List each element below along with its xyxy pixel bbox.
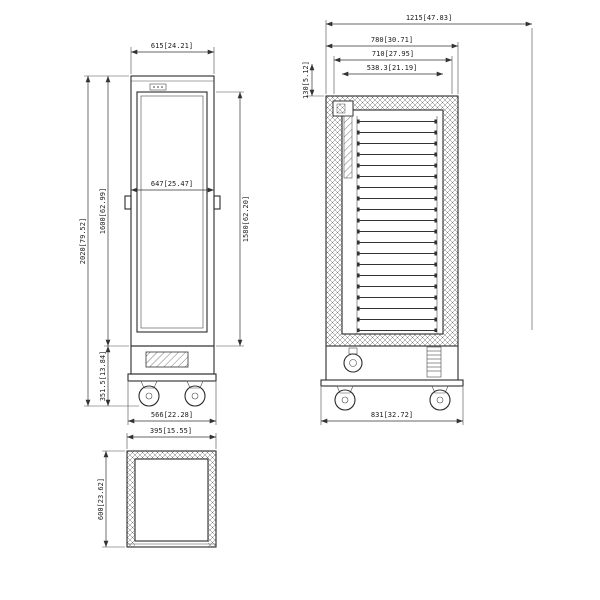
compressor: [343, 347, 363, 373]
caster-side-left: [334, 385, 356, 411]
top-view: 395[15.55] 600[23.62]: [97, 427, 217, 548]
dim-front-width-top: 615[24.21]: [130, 42, 215, 74]
dim-label-side-top-section-height: 130[5.12]: [302, 61, 310, 99]
dim-label-top-width: 395[15.55]: [150, 427, 192, 435]
coil-element: [426, 346, 442, 378]
top-view-outline: [126, 450, 217, 548]
dim-label-front-door-height: 1580[62.20]: [242, 196, 250, 242]
air-inlet-filter: [336, 103, 346, 114]
caster-hub: [191, 392, 199, 400]
dim-side-overall-depth: 780[30.71]: [326, 36, 459, 94]
caster-front-right: [184, 380, 206, 407]
dim-label-side-body-depth: 710[27.95]: [372, 50, 414, 58]
dim-label-front-body-height: 1600[62.99]: [99, 188, 107, 234]
dim-label-side-base-depth: 831[32.72]: [371, 411, 413, 419]
dim-label-front-door-width: 647[25.47]: [151, 180, 193, 188]
caster-wheel: [138, 385, 160, 407]
air-duct: [343, 115, 353, 179]
caster-bracket: [336, 385, 354, 394]
door-gasket-line: [140, 95, 204, 329]
dim-top-width: 395[15.55]: [126, 427, 217, 449]
vent-grille: [145, 351, 189, 368]
dim-label-top-depth: 600[23.62]: [97, 478, 105, 520]
compressor-hub: [349, 359, 357, 367]
base-plate: [320, 379, 464, 387]
dim-side-depth-door-open: 1215[47.83]: [325, 14, 532, 94]
side-body-outline: [325, 95, 459, 347]
top-view-interior: [134, 458, 209, 542]
interior-cavity: [341, 109, 444, 335]
door-handle-left: [124, 195, 132, 210]
shelf-slides: [357, 119, 437, 332]
dim-top-depth: 600[23.62]: [97, 450, 125, 548]
dim-label-front-width-top: 615[24.21]: [151, 42, 193, 50]
cabinet-door: [136, 91, 208, 333]
caster-wheel: [184, 385, 206, 407]
caster-bracket: [140, 380, 158, 389]
insulated-walls: [326, 96, 458, 346]
cabinet-body: [130, 75, 215, 347]
dim-side-interior-depth: 538.3[21.19]: [342, 64, 443, 77]
caster-hub: [436, 396, 444, 404]
dim-label-side-interior-depth: 538.3[21.19]: [367, 64, 418, 72]
caster-bracket: [186, 380, 204, 389]
control-button-icon: [153, 86, 155, 88]
compressor-body: [343, 353, 363, 373]
caster-wheel: [334, 389, 356, 411]
dim-label-side-overall-depth: 780[30.71]: [371, 36, 413, 44]
control-panel: [149, 83, 167, 91]
dim-side-top-section-height: 130[5.12]: [302, 61, 324, 99]
side-view: 1215[47.83] 780[30.71] 710[27.95] 538.3[…: [302, 14, 533, 425]
caster-wheel: [429, 389, 451, 411]
dim-front-door-height: 1580[62.20]: [216, 91, 250, 347]
dim-label-side-depth-door-open: 1215[47.83]: [406, 14, 452, 22]
control-button-icon: [161, 86, 163, 88]
caster-side-right: [429, 385, 451, 411]
dim-front-overall-height: 2020[79.52]: [79, 75, 139, 407]
dim-side-body-depth: 710[27.95]: [333, 50, 453, 94]
compressor-mount: [348, 347, 358, 355]
caster-hub: [341, 396, 349, 404]
control-button-icon: [157, 86, 159, 88]
dim-front-door-width: 647[25.47]: [131, 180, 214, 193]
caster-hub: [145, 392, 153, 400]
door-hinge-right: [213, 195, 221, 210]
dim-label-front-width-bottom: 566[22.28]: [151, 411, 193, 419]
plinth: [127, 373, 217, 382]
top-view-walls: [127, 451, 216, 547]
caster-front-left: [138, 380, 160, 407]
dim-front-body-height: 1600[62.99]: [99, 76, 129, 347]
front-view: 615[24.21] 2020[79.52] 1600[62.99] 351.5…: [79, 42, 250, 425]
dim-side-base-depth: 831[32.72]: [320, 387, 464, 425]
dim-label-front-overall-height: 2020[79.52]: [79, 218, 87, 264]
caster-bracket: [431, 385, 449, 394]
dim-front-base-height: 351.5[13.84]: [99, 346, 111, 406]
dim-front-width-bottom: 566[22.28]: [127, 382, 217, 425]
dim-label-front-base-height: 351.5[13.84]: [99, 351, 107, 402]
